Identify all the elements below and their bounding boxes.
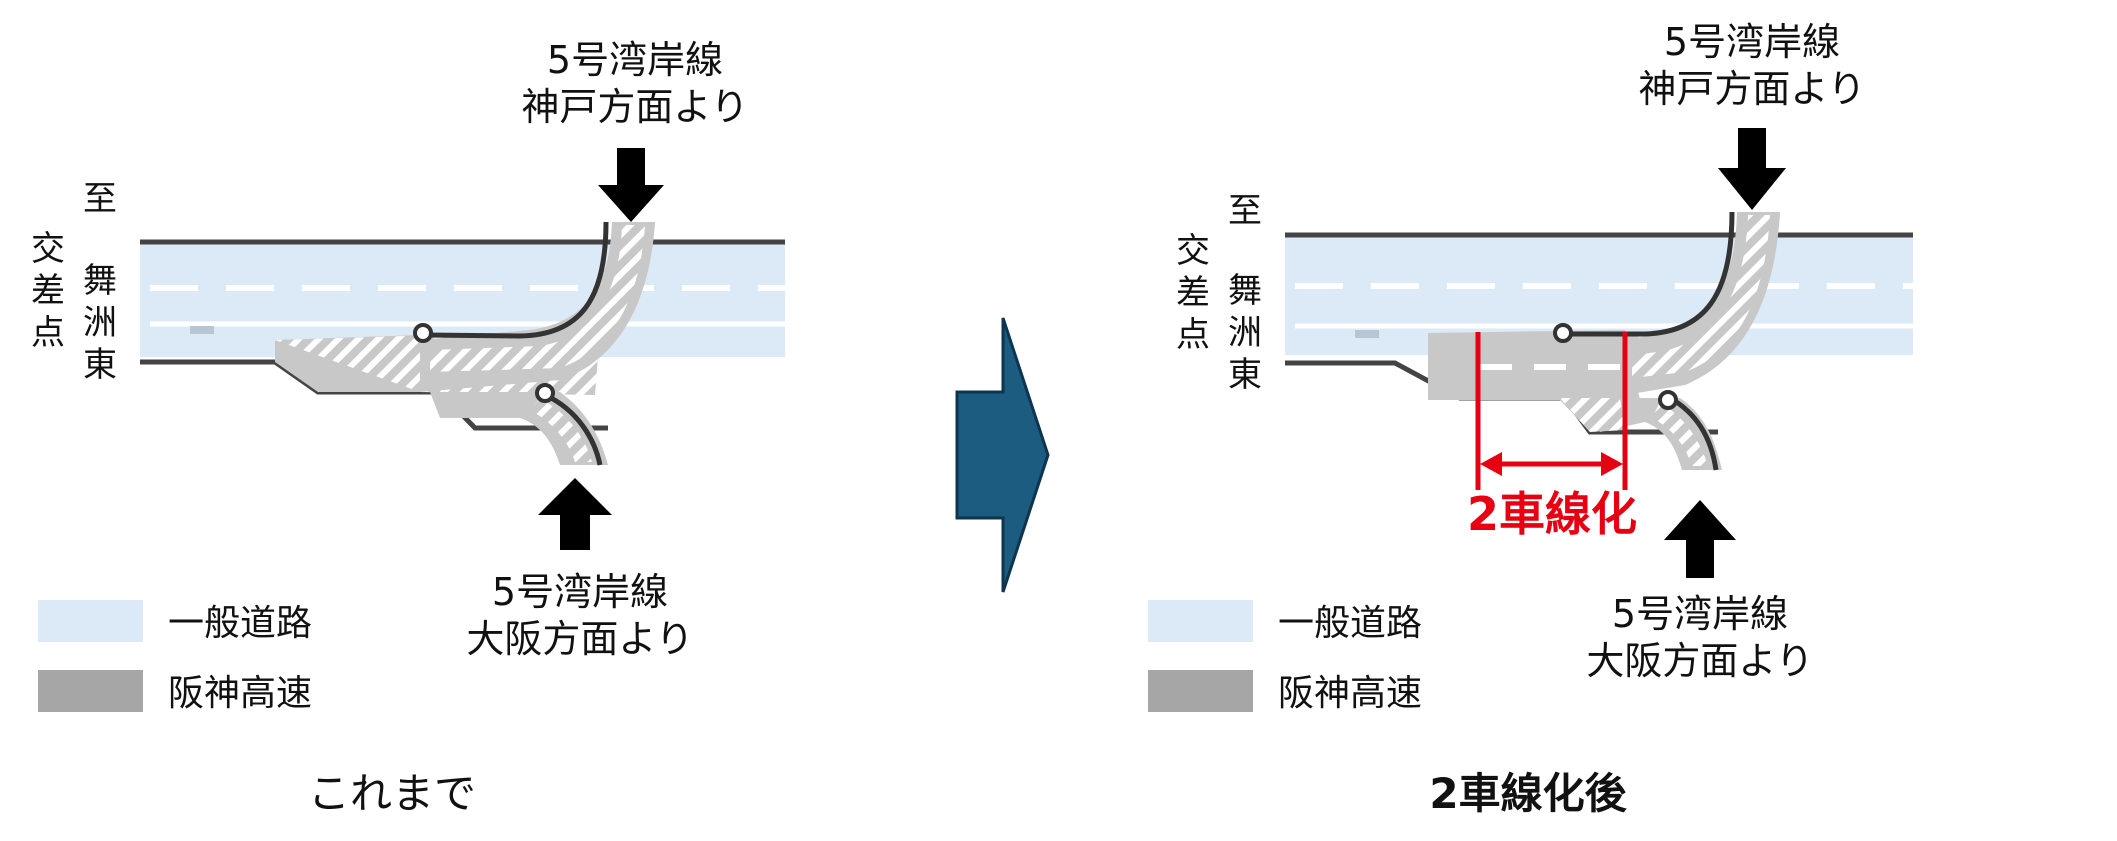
side-char: 至	[1228, 191, 1262, 231]
legend-label-general-road: 一般道路	[1278, 603, 1422, 644]
side-char: 交	[31, 229, 65, 269]
before-panel: 交 差 点 至 舞 洲 東	[31, 38, 785, 818]
legend-label-expressway: 阪神高速	[168, 673, 312, 714]
side-char: 東	[83, 345, 117, 385]
before-osaka-label: 5号湾岸線 大阪方面より	[466, 570, 693, 661]
after-kobe-label: 5号湾岸線 神戸方面より	[1638, 20, 1865, 111]
after-caption: 2車線化後	[1429, 769, 1627, 818]
osaka-label-line2: 大阪方面より	[466, 617, 693, 661]
before-kobe-arrow	[598, 148, 664, 222]
osaka-label-line1: 5号湾岸線	[492, 570, 668, 614]
osaka-label-line1: 5号湾岸線	[1612, 592, 1788, 636]
side-char: 舞	[83, 261, 117, 301]
side-char: 洲	[83, 303, 117, 343]
kobe-label-line2: 神戸方面より	[1638, 67, 1865, 111]
legend-label-general-road: 一般道路	[168, 603, 312, 644]
side-char: 点	[1176, 315, 1210, 355]
kobe-label-line1: 5号湾岸線	[1664, 20, 1840, 64]
before-legend: 一般道路 阪神高速	[38, 600, 312, 714]
after-side-label-right: 至 舞 洲 東	[1228, 191, 1262, 395]
after-legend: 一般道路 阪神高速	[1148, 600, 1422, 714]
legend-label-expressway: 阪神高速	[1278, 673, 1422, 714]
side-char: 東	[1228, 355, 1262, 395]
transition-arrow-icon	[955, 317, 1050, 593]
after-annotation: 2車線化	[1467, 332, 1637, 541]
before-side-label-right: 至 舞 洲 東	[83, 179, 117, 385]
side-char: 至	[83, 179, 117, 219]
side-char: 舞	[1228, 271, 1262, 311]
after-panel: 交 差 点 至 舞 洲 東	[1148, 20, 1913, 818]
legend-swatch-expressway	[1148, 670, 1253, 712]
side-char: 交	[1176, 231, 1210, 271]
legend-swatch-expressway	[38, 670, 143, 712]
after-osaka-arrow	[1664, 500, 1736, 578]
annotation-label: 2車線化	[1467, 487, 1637, 541]
after-expressway	[1428, 211, 1780, 471]
after-side-label-left: 交 差 点	[1176, 231, 1210, 355]
kobe-label-line1: 5号湾岸線	[547, 38, 723, 82]
kobe-label-line2: 神戸方面より	[521, 85, 748, 129]
side-char: 点	[31, 313, 65, 353]
side-char: 洲	[1228, 313, 1262, 353]
after-kobe-arrow	[1718, 128, 1786, 210]
before-expressway	[275, 221, 655, 466]
legend-swatch-general-road	[38, 600, 143, 642]
side-char: 差	[1176, 273, 1210, 313]
after-osaka-label: 5号湾岸線 大阪方面より	[1586, 592, 1813, 683]
legend-swatch-general-road	[1148, 600, 1253, 642]
before-caption: これまで	[308, 769, 476, 818]
before-side-label-left: 交 差 点	[31, 229, 65, 353]
before-osaka-arrow	[538, 478, 612, 550]
side-char: 差	[31, 271, 65, 311]
before-kobe-label: 5号湾岸線 神戸方面より	[521, 38, 748, 129]
osaka-label-line2: 大阪方面より	[1586, 639, 1813, 683]
